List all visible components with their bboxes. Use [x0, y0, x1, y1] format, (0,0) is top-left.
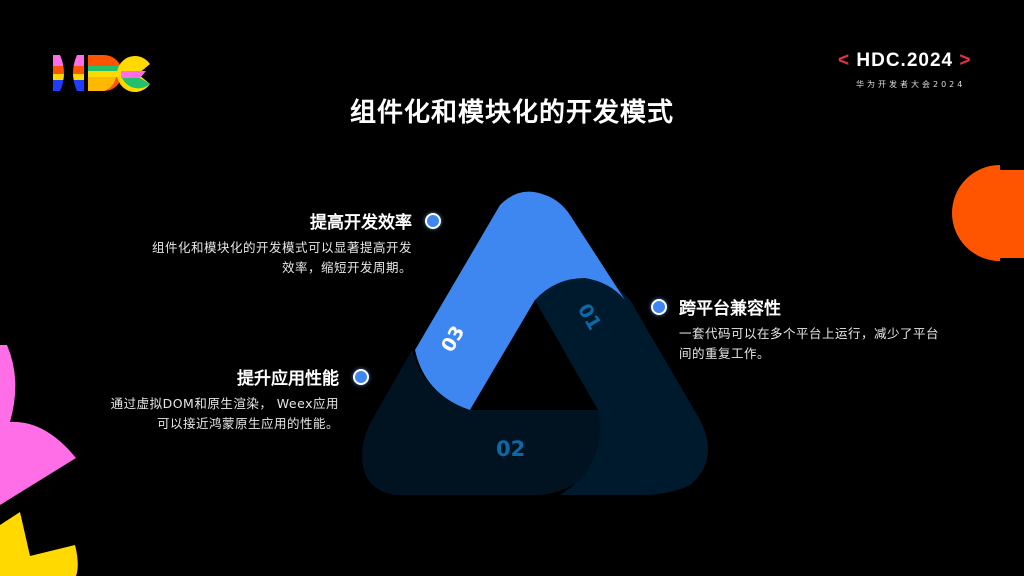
bullet-dot-icon: [353, 369, 369, 385]
item-title-cross-platform: 跨平台兼容性: [679, 299, 781, 319]
item-title-efficiency: 提高开发效率: [310, 213, 412, 233]
bullet-dot-icon: [651, 299, 667, 315]
pink-decoration-shape: [0, 345, 76, 505]
yellow-decoration-shape: [0, 512, 78, 576]
item-desc-efficiency: 组件化和模块化的开发模式可以显著提高开发 效率，缩短开发周期。: [151, 240, 412, 275]
slide-title: 组件化和模块化的开发模式: [349, 98, 674, 128]
orange-decoration-shape: [952, 165, 1024, 261]
bullet-dot-icon: [425, 213, 441, 229]
event-subtitle: 华为开发者大会2024: [856, 80, 966, 89]
item-title-performance: 提升应用性能: [237, 369, 339, 389]
item-desc-performance: 通过虚拟DOM和原生渲染， Weex应用 可以接近鸿蒙原生应用的性能。: [110, 396, 339, 431]
event-logo: < HDC.2024 >: [838, 50, 972, 71]
event-name: HDC.2024: [856, 50, 954, 71]
triangle-cycle-diagram: [362, 191, 708, 495]
hdc-logo-icon: [53, 55, 150, 92]
segment-number-02: 02: [496, 437, 526, 461]
item-desc-cross-platform: 一套代码可以在多个平台上运行，减少了平台 间的重复工作。: [679, 326, 940, 361]
